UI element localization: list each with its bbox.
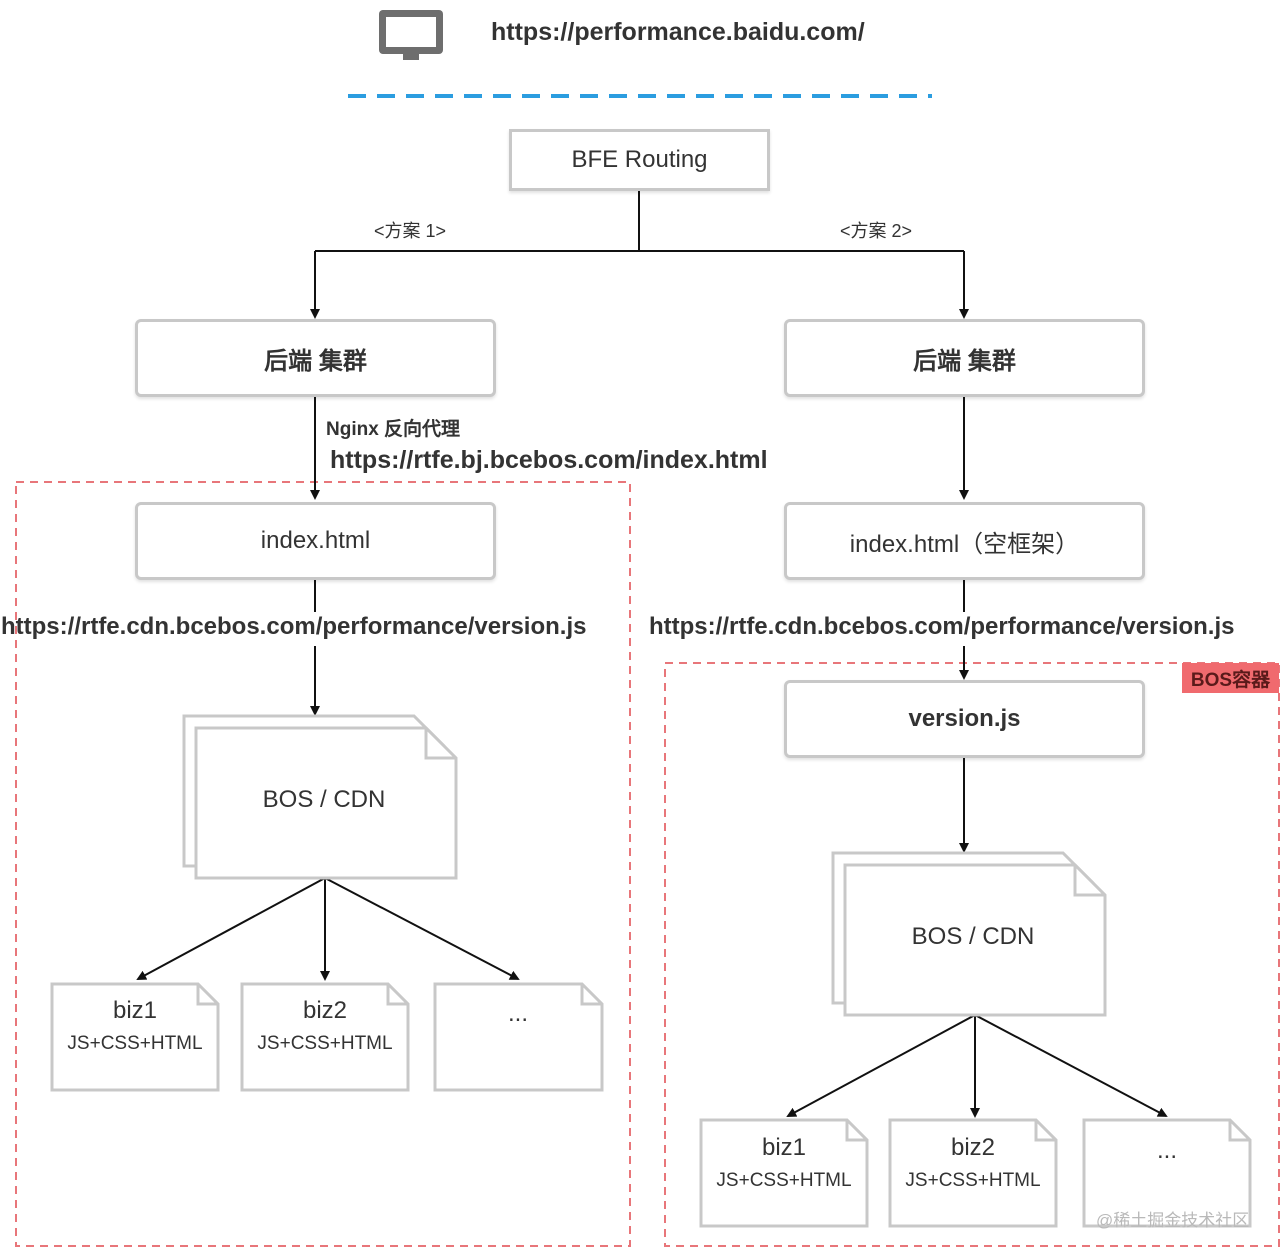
plan1-backend-box: 后端 集群 — [135, 319, 496, 397]
plan1-version-url[interactable]: https://rtfe.cdn.bcebos.com/performance/… — [1, 613, 587, 640]
plan2-doc-title: biz2 — [950, 1134, 996, 1161]
plan1-doc-sub: JS+CSS+HTML — [67, 1033, 203, 1054]
plan2-doc-shape — [888, 1118, 1058, 1228]
routing-branches — [310, 191, 969, 319]
bos-container-badge: BOS容器 — [1182, 663, 1279, 693]
plan2-version-box: version.js — [784, 680, 1145, 758]
plan2-backend-box: 后端 集群 — [784, 319, 1145, 397]
plan1-doc-sub: JS+CSS+HTML — [257, 1033, 393, 1054]
plan1-doc-shape — [240, 982, 410, 1092]
plan2-storage-label: BOS / CDN — [911, 923, 1035, 950]
monitor-icon — [379, 10, 443, 60]
plan2-storage-shape — [831, 851, 1107, 1017]
plan1-doc-title: biz1 — [112, 997, 158, 1024]
plan1-label: <方案 1> — [374, 221, 447, 241]
plan1-proxy-url[interactable]: https://rtfe.bj.bcebos.com/index.html — [330, 446, 768, 474]
plan1-container — [15, 481, 631, 1247]
plan2-doc-title: biz1 — [761, 1134, 807, 1161]
plan1-doc-shape — [50, 982, 220, 1092]
plan1-storage-shape — [182, 714, 458, 880]
plan2-doc-shape — [1082, 1118, 1252, 1228]
plan2-doc-shape — [699, 1118, 869, 1228]
plan2-doc-sub: JS+CSS+HTML — [716, 1170, 852, 1191]
plan2-doc-title: ... — [1156, 1137, 1177, 1164]
plan1-storage-label: BOS / CDN — [262, 786, 386, 813]
plan1-doc-title: biz2 — [302, 997, 348, 1024]
plan1-doc-shape — [433, 982, 604, 1092]
plan2-index-box: index.html（空框架） — [784, 502, 1145, 580]
watermark-text: @稀土掘金技术社区 — [1096, 1211, 1250, 1230]
header-url[interactable]: https://performance.baidu.com/ — [491, 18, 865, 46]
plan1-doc-title: ... — [507, 1000, 528, 1027]
plan2-label: <方案 2> — [840, 221, 913, 241]
plan1-index-box: index.html — [135, 502, 496, 580]
plan1-proxy-label: Nginx 反向代理 — [326, 419, 461, 440]
bfe-routing-box: BFE Routing — [509, 129, 770, 191]
plan2-version-url[interactable]: https://rtfe.cdn.bcebos.com/performance/… — [649, 613, 1235, 640]
plan2-doc-sub: JS+CSS+HTML — [905, 1170, 1041, 1191]
plan2-container — [664, 662, 1280, 1247]
